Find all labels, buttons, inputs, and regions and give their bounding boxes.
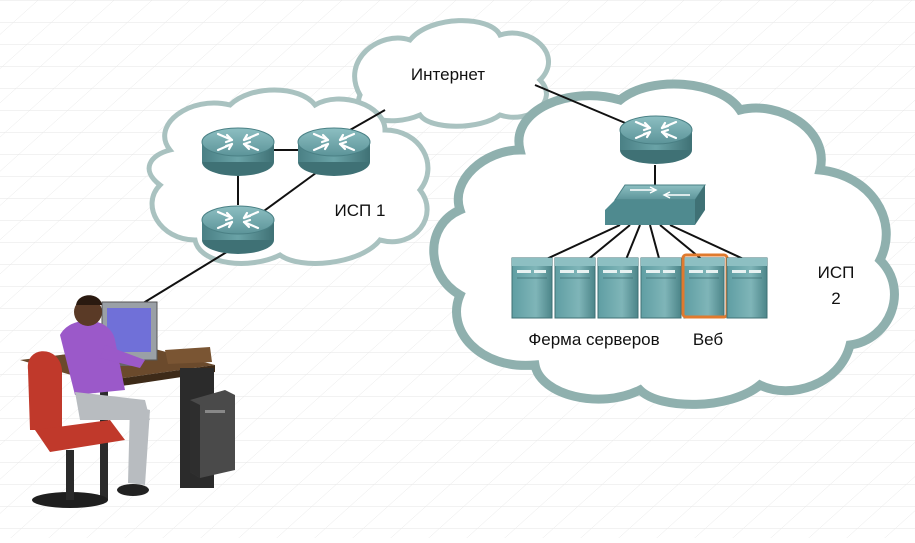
switch-icon [605, 184, 706, 225]
server-icon [554, 257, 596, 319]
web-server [681, 253, 729, 319]
user-at-computer-icon [20, 295, 235, 508]
internet-label: Интернет [411, 65, 485, 84]
isp2-label-line1: ИСП [818, 263, 855, 282]
web-label: Веб [693, 330, 724, 349]
server-farm [511, 253, 768, 319]
server-farm-label: Ферма серверов [528, 330, 659, 349]
isp2-cloud [429, 79, 899, 409]
server-icon [726, 257, 768, 319]
router-icon [200, 126, 276, 178]
isp1-label: ИСП 1 [335, 201, 386, 220]
server-icon [640, 257, 682, 319]
isp2-label-line2: 2 [831, 289, 840, 308]
internet-cloud [352, 18, 551, 129]
router-icon [200, 204, 276, 256]
server-icon [511, 257, 553, 319]
router-icon [618, 114, 694, 166]
server-icon [597, 257, 639, 319]
server-icon [683, 257, 725, 319]
router-icon [296, 126, 372, 178]
